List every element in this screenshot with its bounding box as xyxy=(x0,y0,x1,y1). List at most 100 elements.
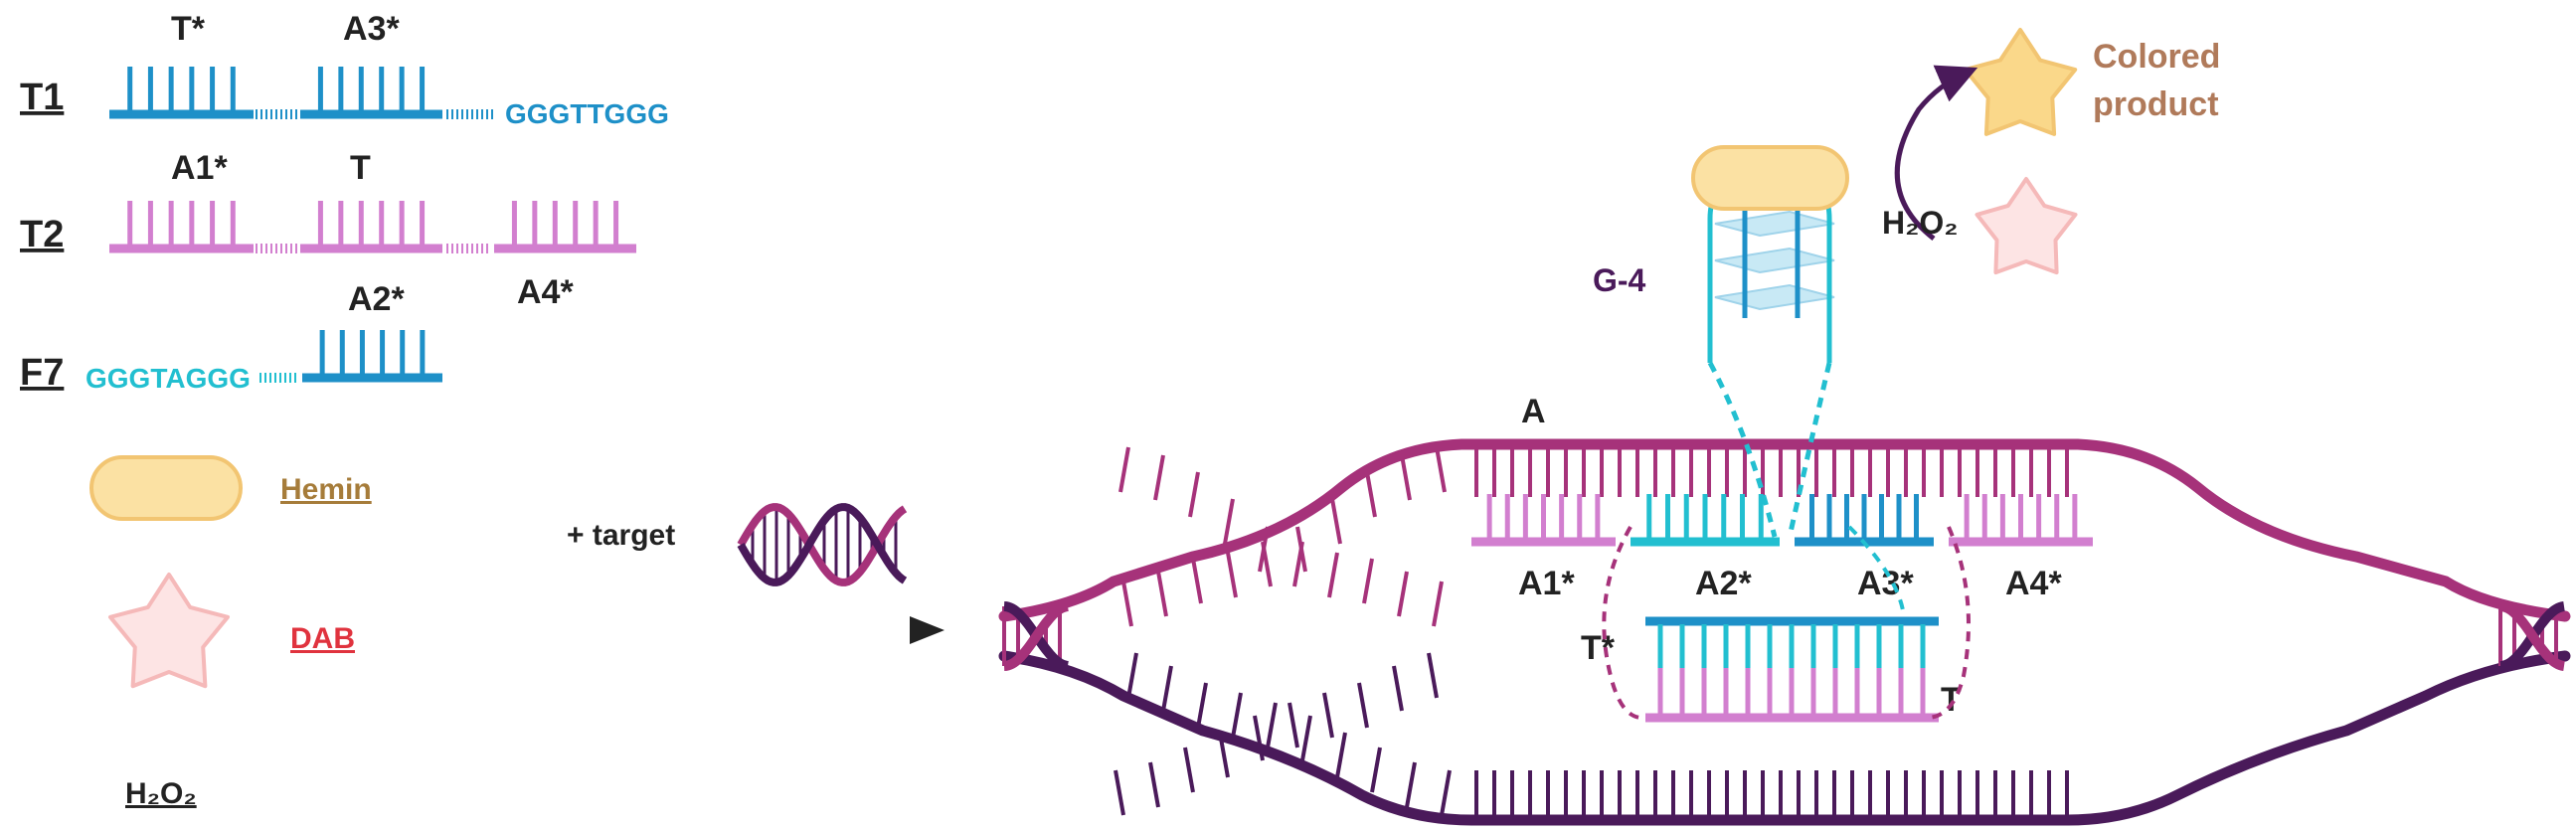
inner-label-t-star: T* xyxy=(1581,629,1616,667)
h2o2-legend-label: H₂O₂ xyxy=(125,777,197,810)
flank-rung-bottom xyxy=(1440,769,1452,816)
end-strand xyxy=(2499,601,2565,671)
flank-rung-bottom xyxy=(1196,682,1208,729)
color-reaction: H₂O₂ Colored product xyxy=(1882,28,2220,275)
linker-g4-right xyxy=(1787,362,1832,538)
t1-top-label-t-star: T* xyxy=(171,10,206,48)
flank-rung-bottom xyxy=(1427,652,1439,699)
g-quadruplex: G-4 xyxy=(1593,145,1849,363)
flank-rung-top xyxy=(1330,498,1342,545)
t1-sequence: GGGTTGGG xyxy=(505,98,669,129)
t2-linker-2 xyxy=(446,244,488,253)
f7-backbone xyxy=(259,330,442,383)
flank-rung-bottom xyxy=(1370,747,1382,793)
t1-segment-a3-star xyxy=(300,67,442,119)
flank-rung-top xyxy=(1191,558,1203,604)
linker-g4-left xyxy=(1707,361,1778,538)
end-helices xyxy=(1002,601,2565,671)
flank-rung-top xyxy=(1432,581,1444,627)
reaction-h2o2-label: H₂O₂ xyxy=(1882,205,1958,241)
linker-a1-inner xyxy=(1602,526,1641,720)
t2-bottom-label-a4-star: A4* xyxy=(517,273,574,311)
backbone-rungs xyxy=(1114,446,2069,817)
f7-sequence: GGGTAGGG xyxy=(86,363,251,394)
legend: T1 T* A3* GGGTTGGG T2 A1* T A4* F7 A2* G… xyxy=(20,10,669,810)
upper-label-a4-star: A4* xyxy=(2005,565,2062,602)
t1-top-label-a3-star: A3* xyxy=(343,10,400,48)
linker-a3-inner-blue xyxy=(1847,525,1906,617)
flank-rung-top xyxy=(1435,446,1447,493)
dashed-linkers xyxy=(1602,361,1971,720)
strand-t1: T1 T* A3* GGGTTGGG xyxy=(20,10,669,129)
t2-label: T2 xyxy=(20,214,64,255)
flank-rung-bottom xyxy=(1392,665,1404,712)
flank-rung-bottom xyxy=(1183,747,1195,793)
target-addition: + target xyxy=(557,503,945,644)
bound-hemin-icon xyxy=(1691,145,1849,211)
flank-rung-bottom xyxy=(1322,692,1334,739)
g4-strand-left xyxy=(1707,190,1731,363)
bound-probe-segments xyxy=(1471,494,2093,547)
t2-top-label-t: T xyxy=(350,149,371,187)
t2-segment-a4-star xyxy=(494,201,636,253)
colored-product-star-icon xyxy=(1963,28,2078,136)
flank-rung-bottom xyxy=(1114,769,1125,816)
f7-linker xyxy=(259,373,296,383)
flank-rung-top xyxy=(1292,541,1304,587)
inner-duplex xyxy=(1645,616,1939,723)
upper-label-a1-star: A1* xyxy=(1518,565,1575,602)
dab-star-icon xyxy=(108,573,230,689)
bound-a2-star xyxy=(1631,494,1780,547)
flank-rung-bottom xyxy=(1405,761,1417,808)
flank-rung-bottom xyxy=(1148,761,1160,808)
t1-linker-1 xyxy=(256,109,297,119)
dab-label: DAB xyxy=(290,622,355,655)
target-strand-2 xyxy=(737,503,908,586)
strand-a-backbone xyxy=(998,438,2571,622)
flank-rung-bottom xyxy=(1288,702,1299,749)
bound-a1-star xyxy=(1471,494,1616,547)
flank-rung-top xyxy=(1400,454,1412,501)
product-label-line1: Colored xyxy=(2093,38,2220,76)
f7-label: F7 xyxy=(20,352,64,394)
f7-segment-a2-star xyxy=(302,330,442,383)
flank-rung-top xyxy=(1223,498,1235,545)
t2-top-label-a1-star: A1* xyxy=(171,149,228,187)
linker-a4-inner xyxy=(1928,526,1971,720)
flank-rung-top xyxy=(1362,558,1374,604)
g4-tetrads xyxy=(1714,210,1835,311)
strand-t2: T2 A1* T A4* xyxy=(20,149,636,311)
flank-rung-bottom xyxy=(1161,665,1173,712)
strand-f7: F7 A2* GGGTAGGG xyxy=(20,280,442,394)
g4-label: G-4 xyxy=(1593,262,1646,298)
t1-segment-t-star xyxy=(109,67,254,119)
flank-rung-top xyxy=(1226,552,1238,598)
plus-target-label: + target xyxy=(567,519,675,552)
flank-rung-bottom xyxy=(1126,652,1138,699)
flank-rung-top xyxy=(1365,471,1377,518)
flank-rung-bottom xyxy=(1300,715,1312,761)
t1-label: T1 xyxy=(20,77,64,118)
flank-rung-top xyxy=(1188,471,1200,518)
bound-a4-star xyxy=(1949,494,2093,547)
flank-rung-bottom xyxy=(1357,682,1369,729)
t2-segment-t xyxy=(300,201,442,253)
g4-tetrad-plane xyxy=(1714,283,1835,311)
reaction-arrow-head xyxy=(910,616,945,644)
t1-linker-2 xyxy=(446,109,493,119)
flank-rung-bottom xyxy=(1231,692,1243,739)
flank-rung-top xyxy=(1153,454,1165,501)
flank-rung-top xyxy=(1156,571,1168,617)
f7-top-label-a2-star: A2* xyxy=(348,280,405,318)
flank-rung-top xyxy=(1121,581,1133,627)
t2-backbone xyxy=(109,201,636,253)
flank-rung-bottom xyxy=(1266,702,1278,749)
complementary-backbone xyxy=(998,650,2571,826)
upper-label-a2-star: A2* xyxy=(1695,565,1752,602)
strand-a-label: A xyxy=(1521,393,1546,430)
bound-a3-star xyxy=(1795,494,1934,547)
target-dna-icon xyxy=(737,503,908,586)
g4-tetrad-plane xyxy=(1714,210,1835,238)
t2-segment-a1-star xyxy=(109,201,254,253)
flank-rung-bottom xyxy=(1335,732,1347,778)
